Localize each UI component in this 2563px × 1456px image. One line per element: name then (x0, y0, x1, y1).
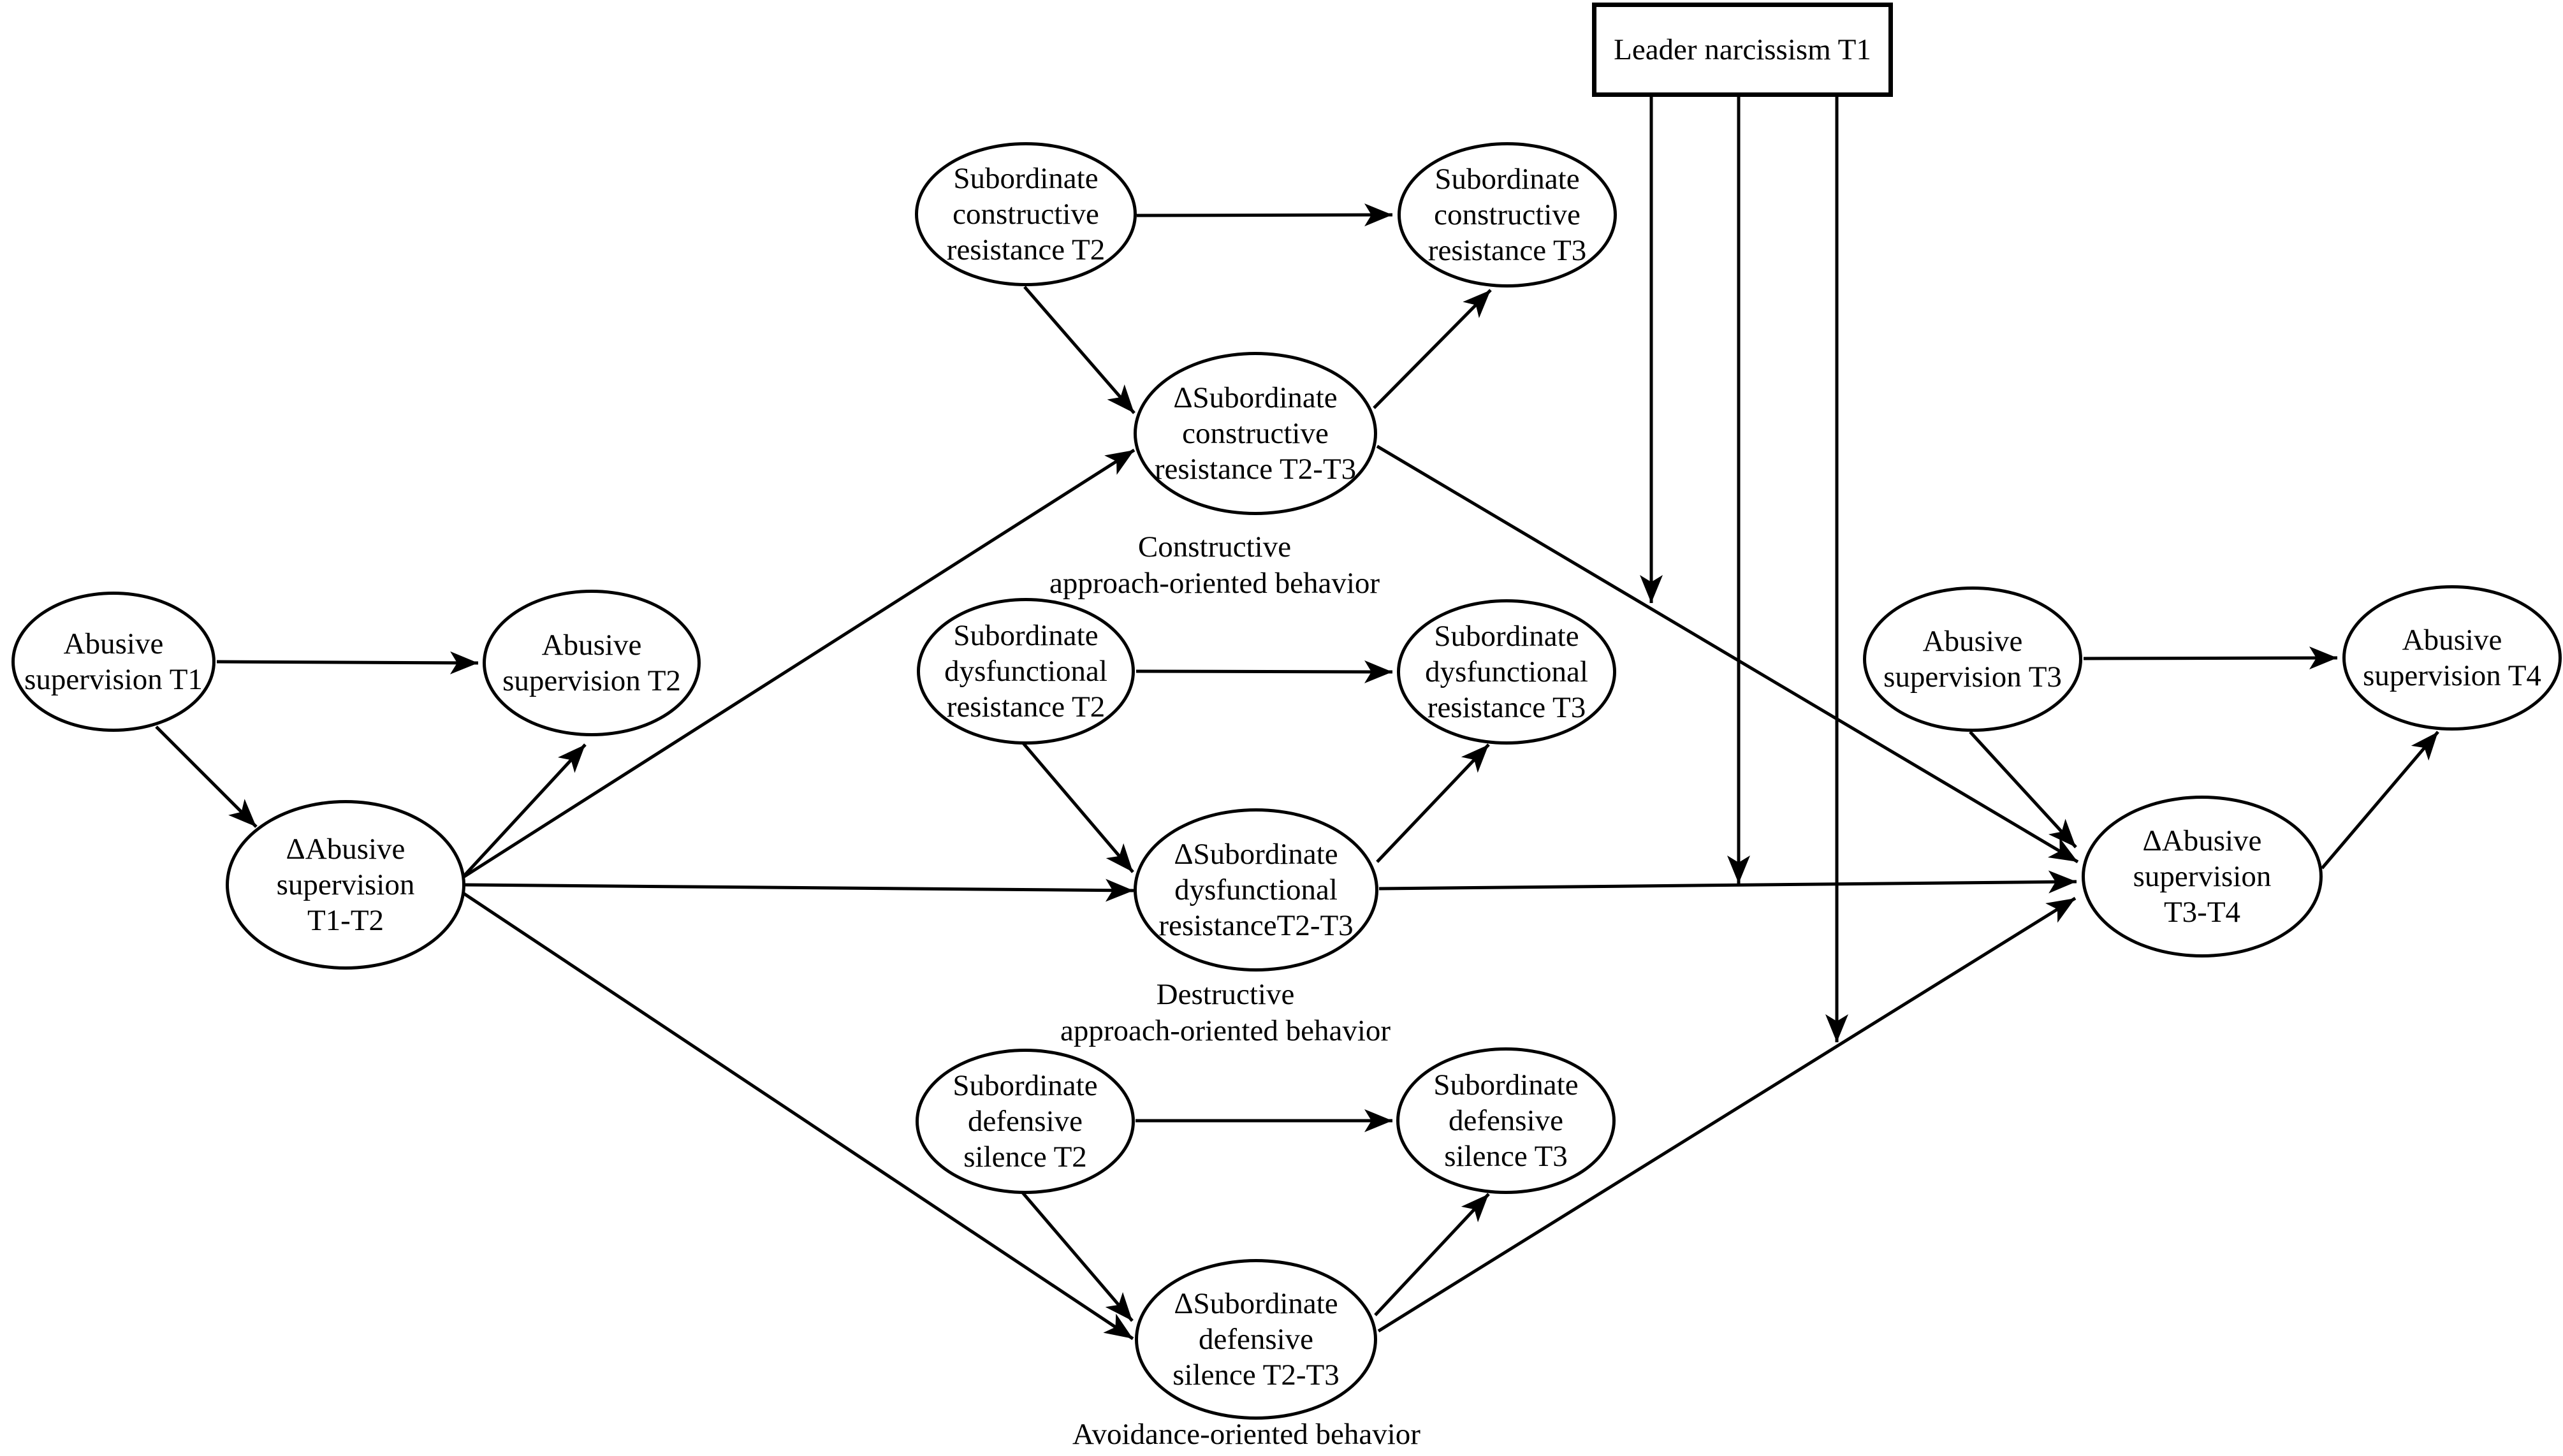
edge-delta-silence-to-delta-abusive-t3-t4 (1377, 896, 2077, 1333)
edge-constructive-t2-to-delta-constructive (1023, 286, 1135, 414)
edge-delta-abusive-t1-t2-to-delta-silence (459, 889, 1134, 1341)
caption-constructive-approach-oriented-behavior: Constructive approach-oriented behavior (1049, 530, 1380, 600)
edge-delta-abusive-t1-t2-to-delta-constructive (461, 448, 1135, 880)
node-delta-abusive-supervision-t3-t4: ΔAbusive supervision T3-T4 (2082, 796, 2323, 957)
edge-dysfunctional-t2-to-delta-dysfunctional (1022, 742, 1134, 873)
node-abusive-supervision-t3: Abusive supervision T3 (1863, 586, 2082, 732)
node-subordinate-defensive-silence-t2: Subordinate defensive silence T2 (916, 1049, 1135, 1194)
node-abusive-supervision-t1: Abusive supervision T1 (11, 592, 215, 732)
node-subordinate-dysfunctional-resistance-t2: Subordinate dysfunctional resistance T2 (917, 598, 1135, 745)
node-abusive-supervision-t2: Abusive supervision T2 (483, 590, 701, 736)
edge-dysfunctional-t2-to-dysfunctional-t3 (1135, 660, 1393, 683)
caption-destructive-approach-oriented-behavior: Destructive approach-oriented behavior (1060, 978, 1391, 1047)
node-subordinate-defensive-silence-t3: Subordinate defensive silence T3 (1396, 1047, 1616, 1194)
edge-delta-constructive-to-constructive-t3 (1373, 289, 1492, 409)
edge-delta-abusive-t1-t2-to-abusive-t2 (461, 743, 587, 879)
edge-silence-t2-to-delta-silence (1021, 1191, 1134, 1322)
node-delta-subordinate-dysfunctional-resistance-t2-t3: ΔSubordinate dysfunctional resistanceT2-… (1134, 808, 1378, 972)
edge-delta-abusive-t3-t4-to-abusive-t4 (2321, 731, 2439, 870)
node-subordinate-constructive-resistance-t3: Subordinate constructive resistance T3 (1398, 142, 1617, 288)
edge-delta-dysfunctional-to-delta-abusive-t3-t4 (1378, 870, 2077, 894)
edge-delta-abusive-t1-t2-to-delta-dysfunctional (464, 878, 1134, 902)
caption-avoidance-oriented-behavior: Avoidance-oriented behavior (1072, 1418, 1420, 1451)
edge-abusive-t1-to-abusive-t2 (216, 651, 479, 674)
node-subordinate-constructive-resistance-t2: Subordinate constructive resistance T2 (915, 142, 1137, 286)
node-delta-abusive-supervision-t1-t2: ΔAbusive supervision T1-T2 (226, 800, 465, 970)
node-subordinate-dysfunctional-resistance-t3: Subordinate dysfunctional resistance T3 (1397, 599, 1616, 745)
edge-abusive-t3-to-abusive-t4 (2083, 646, 2338, 670)
edge-delta-silence-to-silence-t3 (1374, 1193, 1490, 1316)
edge-delta-dysfunctional-to-dysfunctional-t3 (1376, 743, 1490, 863)
node-abusive-supervision-t4: Abusive supervision T4 (2342, 585, 2562, 731)
node-leader-narcissism-t1: Leader narcissism T1 (1592, 3, 1893, 97)
edge-abusive-t1-to-delta-abusive-t1-t2 (155, 725, 258, 828)
node-delta-subordinate-constructive-resistance-t2-t3: ΔSubordinate constructive resistance T2-… (1134, 352, 1377, 515)
edge-abusive-t3-to-delta-abusive-t3-t4 (1969, 731, 2077, 848)
edge-delta-constructive-to-delta-abusive-t3-t4 (1376, 444, 2079, 864)
node-delta-subordinate-defensive-silence-t2-t3: ΔSubordinate defensive silence T2-T3 (1135, 1259, 1377, 1420)
